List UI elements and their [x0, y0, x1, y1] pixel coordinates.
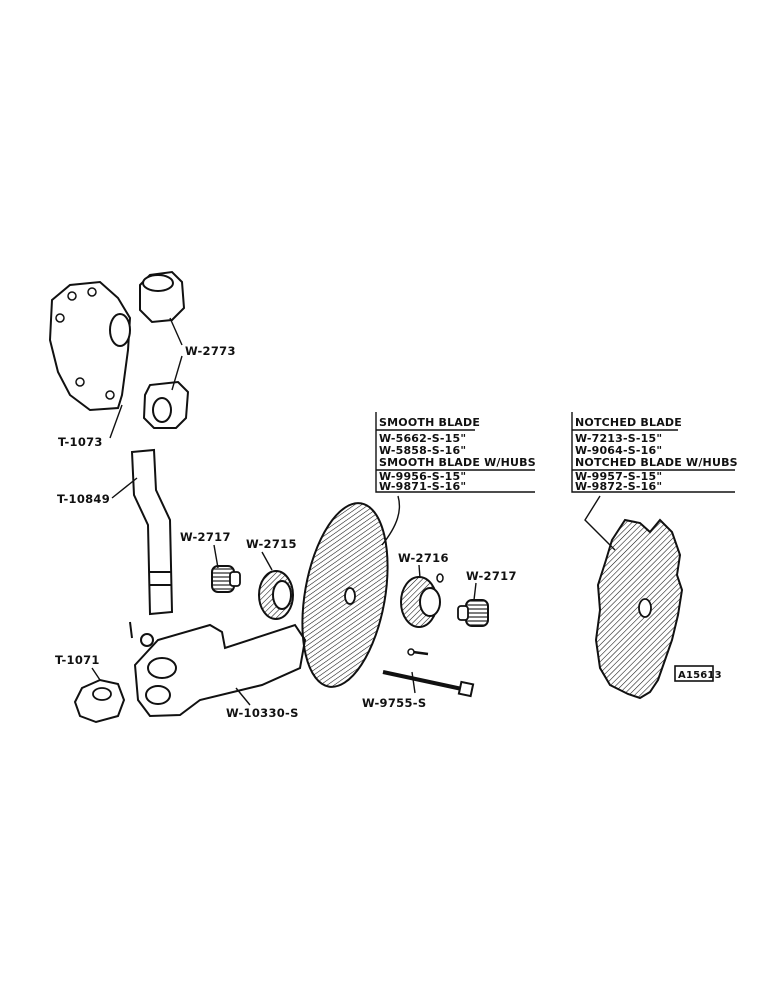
label-w10330s: W-10330-S	[226, 706, 299, 720]
label-w9755s: W-9755-S	[362, 696, 426, 710]
smooth-line-3: W-9956-S-15"	[379, 470, 466, 483]
notched-heading-2: NOTCHED BLADE W/HUBS	[575, 456, 738, 469]
smooth-blade-box: SMOOTH BLADE W-5662-S-15" W-5858-S-16" S…	[375, 412, 536, 493]
hub-w2716-part	[400, 573, 444, 628]
clamp-w2773-lower-part	[142, 380, 190, 429]
bolt-small-part	[129, 621, 154, 647]
notched-blade-box: NOTCHED BLADE W-7213-S-15" W-9064-S-16" …	[571, 412, 738, 493]
label-w2717-left: W-2717	[180, 530, 231, 544]
figure-id: A15613	[678, 670, 722, 681]
smooth-line-2: W-5858-S-16"	[379, 444, 466, 457]
part-labels: W-2773 T-1073 T-10849 W-2717 W-2715 W-27…	[55, 344, 517, 720]
notched-line-3: W-9957-S-15"	[575, 470, 662, 483]
label-t1071: T-1071	[55, 653, 100, 667]
label-w2717-right: W-2717	[466, 569, 517, 583]
bolt-washer-part	[407, 648, 429, 656]
notched-line-4: W-9872-S-16"	[575, 480, 662, 493]
smooth-disc-blade-part	[301, 502, 389, 688]
smooth-line-1: W-5662-S-15"	[379, 432, 466, 445]
label-t1073: T-1073	[58, 435, 103, 449]
figure-id-box: A15613	[674, 665, 722, 682]
notched-heading-1: NOTCHED BLADE	[575, 416, 682, 429]
label-w2773: W-2773	[185, 344, 236, 358]
smooth-heading-1: SMOOTH BLADE	[379, 416, 480, 429]
shank-t10849-part	[130, 448, 174, 616]
bearing-w2717-right-part	[457, 599, 489, 627]
clamp-t1073-part	[48, 280, 132, 412]
smooth-heading-2: SMOOTH BLADE W/HUBS	[379, 456, 536, 469]
notched-line-2: W-9064-S-16"	[575, 444, 662, 457]
leader-lines	[91, 317, 616, 706]
label-t10849: T-10849	[57, 492, 110, 506]
hub-w2715-part	[258, 570, 294, 620]
clamp-w2773-upper-part	[139, 270, 186, 324]
bolt-w9755s-part	[382, 670, 475, 698]
bearing-w2717-left-part	[211, 565, 241, 593]
notched-disc-blade-part	[594, 518, 684, 700]
clamp-t1071-part	[73, 678, 126, 724]
label-w2716: W-2716	[398, 551, 449, 565]
notched-line-1: W-7213-S-15"	[575, 432, 662, 445]
label-w2715: W-2715	[246, 537, 297, 551]
arm-w10330s-part	[133, 623, 307, 718]
smooth-line-4: W-9871-S-16"	[379, 480, 466, 493]
